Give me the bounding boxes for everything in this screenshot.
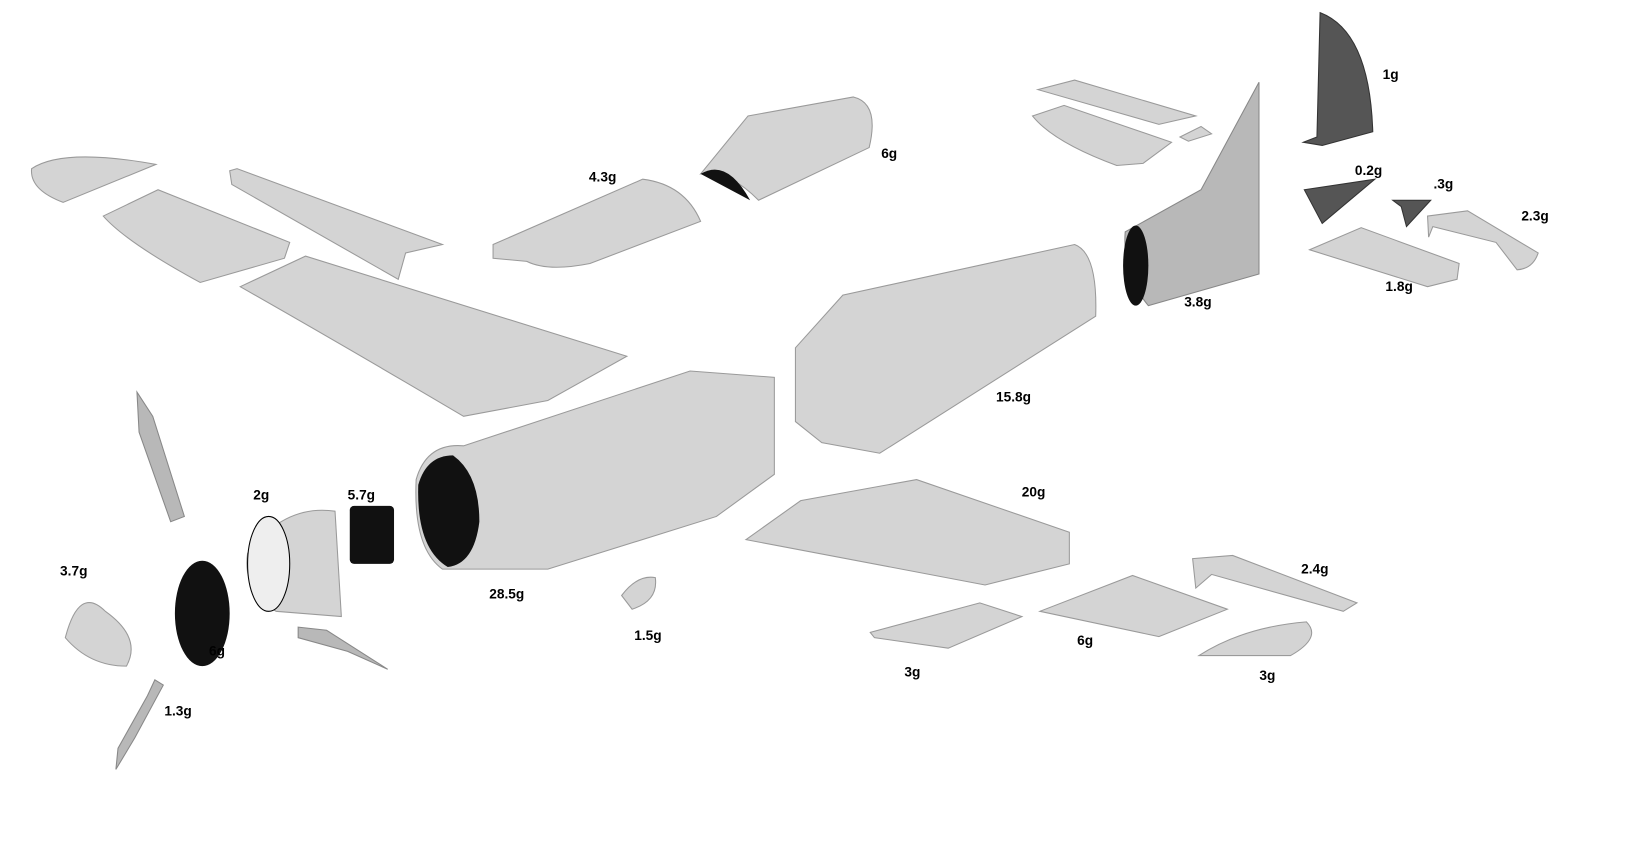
front-fuselage <box>415 370 775 570</box>
label-tail-brace-weight: 0.2g <box>1355 163 1382 178</box>
elevator-strip <box>1035 79 1198 125</box>
label-right-wingtip-weight: 3g <box>1259 668 1275 683</box>
canopy-opening <box>700 169 751 201</box>
label-right-stabilizer-weight: 2.3g <box>1521 208 1548 223</box>
label-motor-mount-weight: 5.7g <box>348 488 375 503</box>
label-left-stabilizer-weight: 1.8g <box>1385 279 1412 294</box>
label-right-flap-weight: 6g <box>1077 633 1093 648</box>
spinner <box>64 602 132 667</box>
left-stabilizer <box>1308 227 1460 288</box>
horn <box>1391 199 1432 228</box>
right-wingtip <box>1197 621 1313 657</box>
label-canopy-weight: 6g <box>881 146 897 161</box>
right-flap <box>1038 574 1229 638</box>
label-spinner-weight: 3.7g <box>60 563 87 578</box>
cowl-ring-opening <box>247 515 291 612</box>
turtledeck <box>492 178 702 268</box>
cowl-front <box>174 560 230 667</box>
right-stabilizer <box>1427 210 1539 271</box>
label-horn-weight: .3g <box>1433 177 1453 192</box>
label-right-flap-strip-weight: 3g <box>904 665 920 680</box>
label-rudder-weight: 1g <box>1383 67 1399 82</box>
motor-mount <box>349 505 395 564</box>
propeller-blade-top <box>136 390 186 523</box>
label-right-wing-weight: 20g <box>1022 484 1046 499</box>
propeller-blade-bottom <box>115 679 164 770</box>
left-wingtip <box>31 156 158 203</box>
front-fuselage-firewall <box>418 455 480 568</box>
right-flap-strip <box>869 602 1024 649</box>
wing-pod <box>620 576 657 610</box>
tail-brace <box>1303 178 1377 225</box>
label-propeller-blade-weight: 1.3g <box>164 704 191 719</box>
tail-tab <box>1178 125 1213 142</box>
label-rear-fuselage-weight: 15.8g <box>996 390 1031 405</box>
right-wing <box>744 479 1070 586</box>
label-front-fuselage-weight: 28.5g <box>489 587 524 602</box>
label-cowl-front-weight: 6g <box>209 644 225 659</box>
label-cowl-ring-weight: 2g <box>253 488 269 503</box>
left-flap <box>102 189 291 284</box>
rear-fuselage <box>794 243 1097 454</box>
label-turtledeck-weight: 4.3g <box>589 169 616 184</box>
tail-cone-opening <box>1123 225 1149 306</box>
propeller-blade-right <box>297 626 388 670</box>
rudder <box>1301 11 1374 146</box>
label-wing-pod-weight: 1.5g <box>634 628 661 643</box>
left-aileron <box>229 168 445 281</box>
left-elevator <box>1031 104 1173 167</box>
left-wing <box>239 255 629 417</box>
right-aileron <box>1192 554 1359 612</box>
label-tail-cone-weight: 3.8g <box>1184 295 1211 310</box>
label-right-aileron-weight: 2.4g <box>1301 561 1328 576</box>
